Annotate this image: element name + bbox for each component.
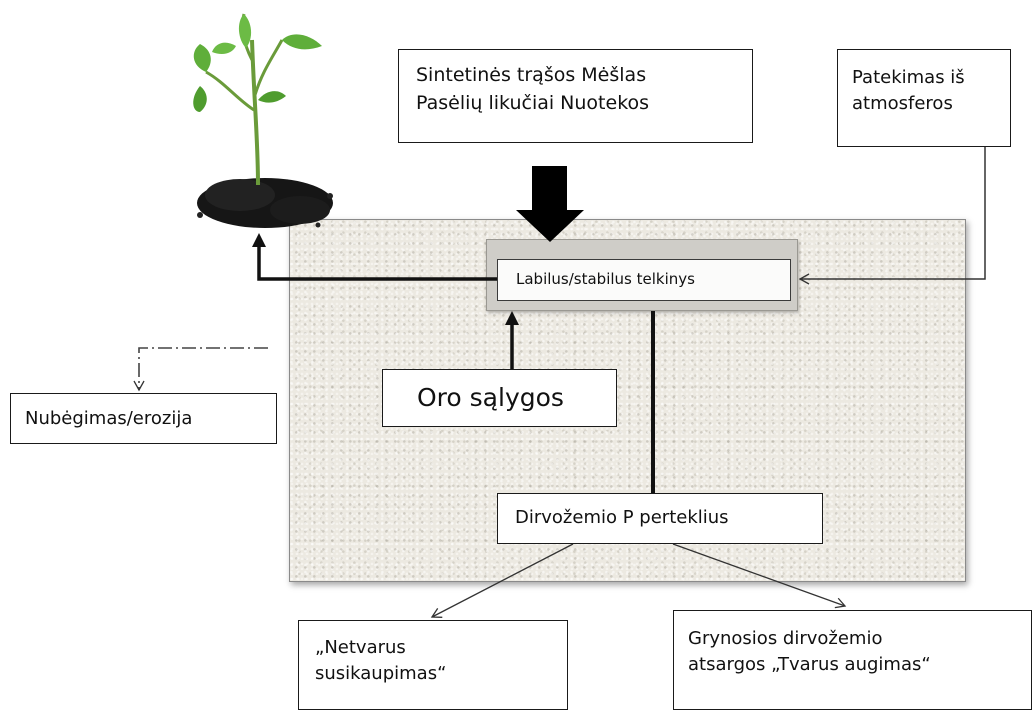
runoff-connector <box>139 348 268 390</box>
sustainable-growth-box: Grynosios dirvožemio atsargos „Tvarus au… <box>673 610 1032 710</box>
surplus-to-unsustainable-arrow <box>432 544 573 617</box>
weather-conditions-box: Oro sąlygos <box>382 369 617 427</box>
labile-stable-pool-box: Labilus/stabilus telkinys <box>497 259 791 301</box>
unsustainable-accumulation-box: „Netvarus susikaupimas“ <box>298 620 568 710</box>
soil-p-surplus-box: Dirvožemio P perteklius <box>497 493 823 544</box>
surplus-to-sustainable-arrow <box>673 544 845 606</box>
atmospheric-input-box: Patekimas iš atmosferos <box>837 49 1011 147</box>
pool-to-plant-arrow <box>259 240 497 279</box>
input-sources-box: Sintetinės trąšos Mėšlas Pasėlių likučia… <box>398 49 753 143</box>
runoff-erosion-box: Nubėgimas/erozija <box>10 393 277 444</box>
seedling-in-soil-icon <box>193 14 333 228</box>
atmosphere-to-pool-arrow <box>800 147 985 279</box>
input-arrow <box>516 166 584 242</box>
